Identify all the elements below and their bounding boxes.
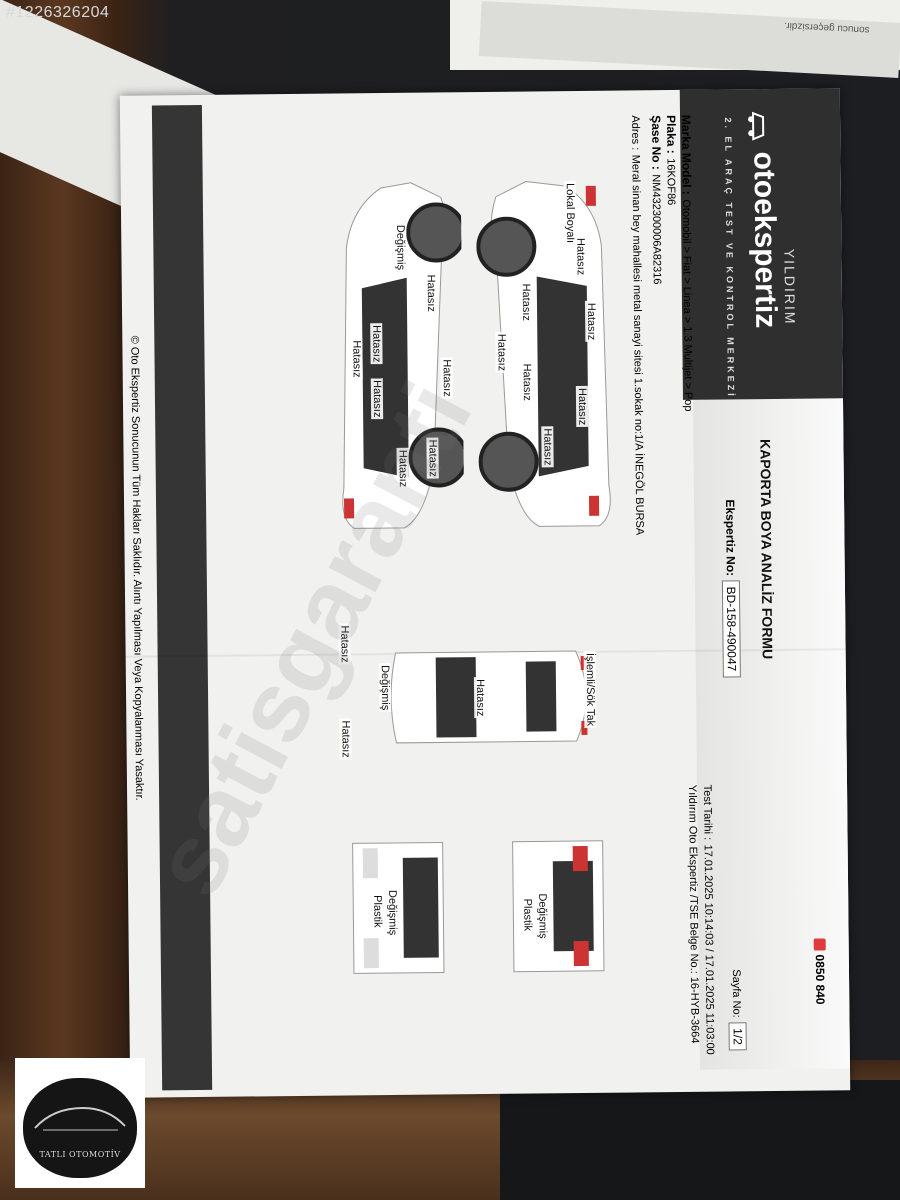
tag-hatasiz-3: Hatasız xyxy=(519,281,533,323)
car-rear-diagram xyxy=(512,840,605,973)
dealer-logo-emblem xyxy=(23,1078,137,1178)
vehicle-chassis: Şase No : NM432300006A82316 xyxy=(649,115,664,285)
dealer-logo: TATLI OTOMOTİV xyxy=(15,1058,145,1188)
brand-logo: otoekspertiz xyxy=(741,109,782,329)
page-number: Sayfa No: 1/2 xyxy=(728,969,747,1051)
black-mat xyxy=(500,1080,900,1200)
tag-hatasiz-5: Hatasız xyxy=(520,361,534,403)
footer-copyright: © Oto Ekspertiz Sonucunun Tüm Hakları Sa… xyxy=(128,335,146,801)
tag-hatasiz-9: Hatasız xyxy=(370,323,383,365)
tag-plastik-1: Plastik xyxy=(521,896,534,934)
brand-subtitle: 2. EL ARAÇ TEST VE KONTROL MERKEZİ xyxy=(723,117,736,399)
vehicle-address: Adres : Meral sinan bey mahallesi metal … xyxy=(629,115,646,536)
tag-degismis-1: Değişmiş xyxy=(394,222,407,273)
phone-icon xyxy=(813,938,826,951)
phone-number: 0850 840 xyxy=(811,938,830,1005)
tag-hatasiz-6: Hatasız xyxy=(575,385,589,428)
form-title: KAPORTA BOYA ANALİZ FORMU xyxy=(757,438,776,660)
left-dark-band xyxy=(151,104,213,1091)
tag-degismis-2: Değişmiş xyxy=(378,662,392,713)
background-document: sonucu geçersizdir. xyxy=(450,0,900,78)
tag-hatasiz-1: Hatasız xyxy=(574,235,587,278)
company-line: Yıldırım Oto Ekspertiz /TSE Belge No.: 1… xyxy=(686,784,701,1044)
tag-hatasiz-17: Hatasız xyxy=(339,718,352,760)
image-id-watermark: #1226326204 xyxy=(6,4,110,21)
inspection-form-sheet: YILDIRIM otoekspertiz 2. EL ARAÇ TEST VE… xyxy=(119,88,851,1098)
tag-hatasiz-4: Hatasız xyxy=(495,331,508,374)
car-top-diagram xyxy=(390,650,588,744)
car-logo-icon xyxy=(748,111,765,141)
tag-degismis-3: Değişmiş xyxy=(536,891,549,941)
tag-islemli: İşlemli/Sök Tak xyxy=(583,650,597,729)
tag-hatasiz-10: Hatasız xyxy=(350,338,363,380)
tag-plastik-2: Plastik xyxy=(371,893,384,930)
tag-degismis-4: Değişmiş xyxy=(386,887,399,938)
tag-hatasiz-8: Hatasız xyxy=(424,272,438,314)
tag-hatasiz-7: Hatasız xyxy=(541,426,554,468)
brand-small: YILDIRIM xyxy=(781,248,799,326)
expertise-number: Ekspertiz No: BD-158-490047 xyxy=(721,499,741,678)
car-silhouette-icon xyxy=(34,1106,126,1131)
tag-hatasiz-15: Hatasız xyxy=(473,676,487,719)
tag-hatasiz-2: Hatasız xyxy=(584,300,598,343)
